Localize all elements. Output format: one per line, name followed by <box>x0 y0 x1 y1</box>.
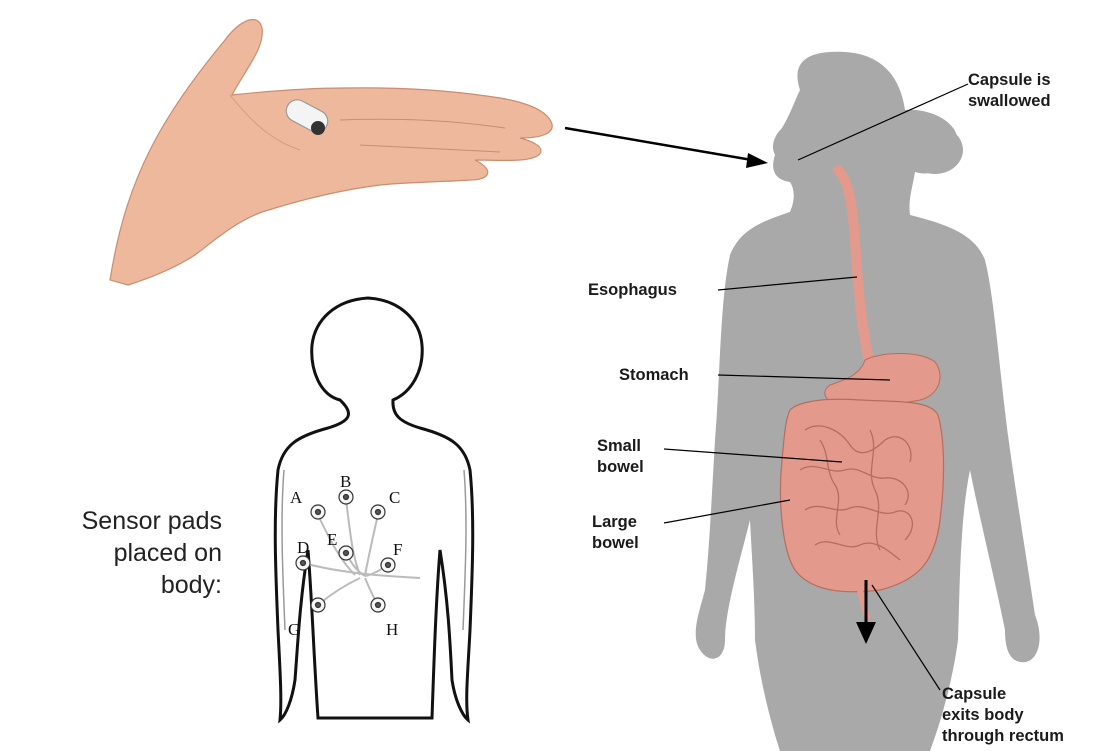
pad-letter-g: G <box>288 620 300 640</box>
pad-letter-b: B <box>340 472 351 492</box>
label-stomach: Stomach <box>619 365 689 386</box>
sensor-pad-f <box>381 558 395 572</box>
label-esophagus: Esophagus <box>588 280 677 301</box>
sensor-pad-a <box>311 505 325 519</box>
sensor-pad-h <box>371 598 385 612</box>
sensor-pad-e <box>339 546 353 560</box>
sensor-caption-line1: Sensor pads <box>82 505 222 537</box>
label-capsule-exits: Capsule exits body through rectum <box>942 684 1064 747</box>
pad-letter-e: E <box>327 530 337 550</box>
sensor-pad-c <box>371 505 385 519</box>
sensor-pad-d <box>296 556 310 570</box>
pad-letter-h: H <box>386 620 398 640</box>
label-large-bowel-line2: bowel <box>592 533 639 554</box>
label-large-bowel: Large bowel <box>592 512 639 554</box>
label-large-bowel-line1: Large <box>592 512 639 533</box>
label-capsule-exits-line1: Capsule <box>942 684 1064 705</box>
swallow-arrow <box>565 128 768 168</box>
label-capsule-swallowed: Capsule is swallowed <box>968 70 1051 112</box>
label-capsule-swallowed-line2: swallowed <box>968 91 1051 112</box>
large-bowel-organ <box>781 399 944 592</box>
sensor-caption-line2: placed on <box>82 537 222 569</box>
pad-letter-d: D <box>297 538 309 558</box>
pad-letter-a: A <box>290 488 302 508</box>
label-capsule-exits-line3: through rectum <box>942 726 1064 747</box>
hand-with-capsule-image <box>110 19 552 285</box>
sensor-pads-caption: Sensor pads placed on body: <box>82 505 222 601</box>
sensor-pad-b <box>339 490 353 504</box>
label-small-bowel: Small bowel <box>597 436 644 478</box>
sensor-pad-g <box>311 598 325 612</box>
label-small-bowel-line2: bowel <box>597 457 644 478</box>
label-capsule-exits-line2: exits body <box>942 705 1064 726</box>
pad-letter-f: F <box>393 540 402 560</box>
pad-letter-c: C <box>389 488 400 508</box>
label-capsule-swallowed-line1: Capsule is <box>968 70 1051 91</box>
sensor-caption-line3: body: <box>82 569 222 601</box>
label-small-bowel-line1: Small <box>597 436 644 457</box>
